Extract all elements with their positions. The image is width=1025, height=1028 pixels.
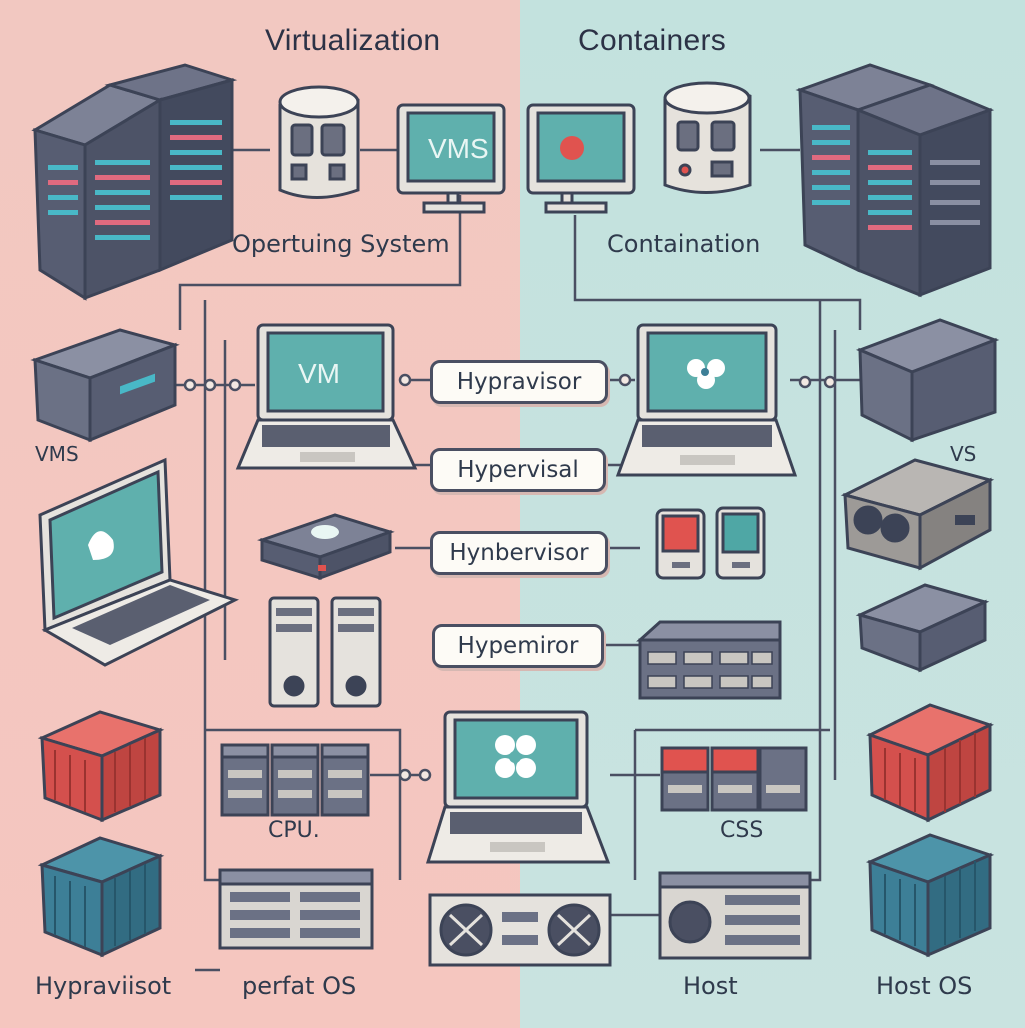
operating-system-label: Opertuing System bbox=[232, 230, 450, 258]
container-laptop-icon bbox=[615, 323, 798, 477]
rack-unit-icon bbox=[218, 868, 374, 950]
host-os-label: Host OS bbox=[876, 972, 973, 1000]
red-container-left-icon bbox=[37, 710, 165, 823]
containers-title: Containers bbox=[578, 24, 727, 57]
twin-pc-icon bbox=[268, 596, 382, 708]
red-container-right-icon bbox=[866, 703, 994, 823]
center-laptop-icon bbox=[425, 710, 611, 864]
hypervisor-tag-4: Hypemiror bbox=[432, 624, 604, 668]
vms-monitor-icon bbox=[396, 103, 506, 214]
hypervisor-tag-1: Hypravisor bbox=[430, 360, 608, 404]
vs-box-icon bbox=[855, 318, 1000, 443]
cpu-blocks-icon bbox=[220, 743, 370, 817]
container-storage-icon bbox=[663, 81, 752, 194]
host-server-icon bbox=[658, 871, 812, 960]
fan-unit-icon bbox=[428, 893, 612, 967]
server-rack-left-icon bbox=[31, 63, 238, 301]
blue-container-left-icon bbox=[37, 836, 165, 958]
cpu-label: CPU. bbox=[268, 818, 320, 843]
large-laptop-icon bbox=[38, 457, 240, 667]
hypervisor-tag-3: Hynbervisor bbox=[430, 531, 608, 575]
css-label: CSS bbox=[720, 818, 764, 843]
small-box-icon bbox=[855, 583, 990, 673]
router-box-icon bbox=[257, 513, 395, 581]
laptop-screen-label: VM bbox=[298, 358, 340, 389]
vm-laptop-icon bbox=[235, 323, 418, 470]
container-monitor-icon bbox=[526, 103, 636, 214]
blue-container-right-icon bbox=[865, 833, 995, 958]
hypervisor-tag-2: Hypervisal bbox=[430, 448, 606, 492]
connector-nodes bbox=[183, 373, 837, 782]
storage-cylinder-icon bbox=[278, 85, 360, 199]
perfat-os-label: perfat OS bbox=[242, 972, 357, 1000]
network-switch-icon bbox=[636, 620, 782, 700]
server-rack-right-icon bbox=[795, 63, 995, 298]
vms-label: VMS bbox=[35, 442, 79, 466]
containation-label: Containation bbox=[607, 230, 761, 258]
host-label: Host bbox=[683, 972, 738, 1000]
vs-label: VS bbox=[950, 442, 977, 466]
projector-icon bbox=[840, 458, 995, 571]
monitor-screen-label: VMS bbox=[428, 133, 489, 164]
css-blocks-icon bbox=[660, 746, 808, 812]
device-pair-icon bbox=[655, 506, 766, 580]
vms-box-icon bbox=[30, 328, 180, 443]
virtualization-title: Virtualization bbox=[265, 24, 441, 57]
hypraviisot-label: Hypraviisot bbox=[35, 972, 172, 1000]
